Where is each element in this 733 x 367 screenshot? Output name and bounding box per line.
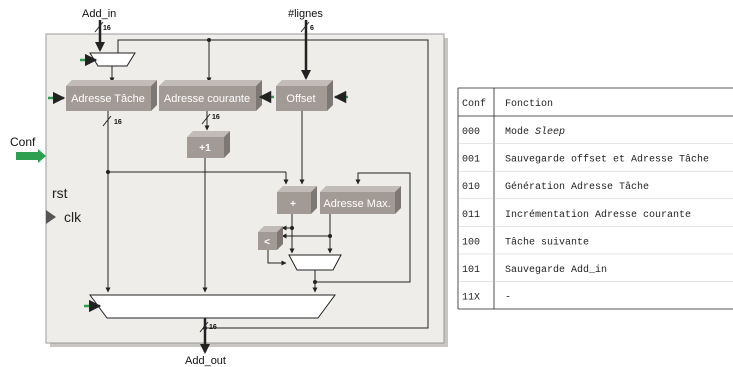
tache-width-label: 16 [114, 119, 122, 126]
table-header-fonction: Fonction [505, 98, 553, 110]
courante-width-label: 16 [212, 114, 220, 121]
lignes-label: #lignes [288, 8, 323, 20]
lignes-width-tick [300, 21, 310, 33]
adresse-tache-register: Adresse Tâche [66, 80, 157, 111]
offset-register: Offset [276, 80, 333, 111]
conf-arrow [16, 149, 46, 163]
adder-label: + [290, 199, 296, 210]
out-width-label: 16 [209, 324, 217, 331]
comparator-block: < [258, 226, 283, 250]
courante-width-tick [201, 113, 211, 125]
table-cell-fonction: Tâche suivante [505, 236, 589, 248]
input-mux [89, 52, 136, 67]
table-cell-conf: 010 [462, 182, 480, 193]
table-cell-fonction: Incrémentation Adresse courante [505, 209, 691, 221]
adder-block: + [277, 186, 317, 214]
adresse-courante-label: Adresse courante [164, 93, 250, 105]
adresse-max-label: Adresse Max. [323, 198, 390, 210]
increment-label: +1 [199, 143, 211, 154]
adresse-max-register: Adresse Max. [320, 186, 401, 214]
table-cell-conf: 011 [462, 210, 480, 221]
add-in-width-tick [94, 21, 104, 33]
comp-to-mux-ctrl [267, 250, 287, 266]
offset-label: Offset [286, 93, 315, 105]
mux-feedback-to-max [315, 172, 411, 283]
conf-label: Conf [10, 135, 36, 149]
clk-label: clk [64, 209, 82, 225]
table-cell-conf: 001 [462, 155, 480, 166]
table-cell-conf: 101 [462, 265, 480, 276]
tache-width-tick [102, 115, 112, 127]
table-cell-fonction: Génération Adresse Tâche [505, 181, 649, 193]
clk-triangle [46, 210, 56, 224]
add-in-width-label: 16 [103, 25, 111, 32]
table-cell-fonction: Sauvegarde Add_in [505, 264, 607, 276]
out-width-tick [199, 321, 209, 333]
adresse-tache-label: Adresse Tâche [71, 93, 145, 105]
table-cell-fonction: Sauvegarde offset et Adresse Tâche [505, 154, 709, 166]
lignes-width-label: 6 [310, 25, 314, 32]
add-in-label: Add_in [82, 8, 116, 20]
max-select-mux [288, 254, 342, 271]
adresse-courante-register: Adresse courante [159, 80, 262, 111]
table-cell-conf: 100 [462, 237, 480, 248]
rst-label: rst [52, 185, 68, 201]
table-cell-conf: 000 [462, 127, 480, 138]
feedback-loop-wire [117, 39, 429, 329]
table-cell-fonction: - [505, 293, 511, 304]
comparator-label: < [264, 237, 270, 248]
increment-block: +1 [187, 131, 230, 158]
table-header-conf: Conf [462, 98, 486, 110]
table-cell-fonction: Mode Sleep [505, 126, 565, 138]
output-mux [89, 294, 336, 319]
table-cell-conf: 11X [462, 293, 480, 304]
table-rows: 000 Mode Sleep 001 Sauvegarde offset et Adr… [458, 126, 733, 304]
add-out-label: Add_out [185, 355, 226, 367]
